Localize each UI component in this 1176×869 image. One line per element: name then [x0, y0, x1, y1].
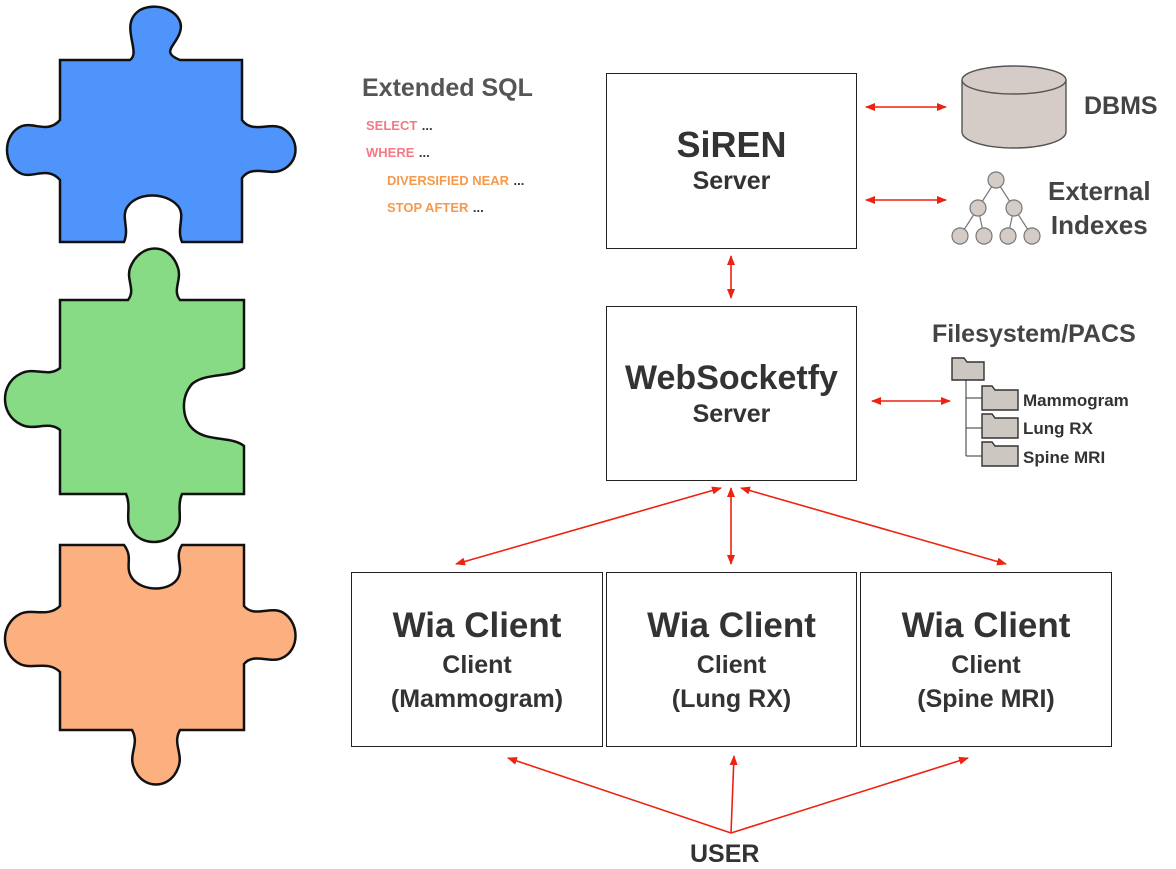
- puzzle-piece-middle-icon: [3, 247, 246, 544]
- arrow-user-client3: [730, 756, 969, 834]
- client-role: Client: [696, 650, 767, 679]
- sql-line-select: SELECT ...: [366, 117, 433, 135]
- siren-subtitle: Server: [692, 167, 771, 195]
- sql-keyword: WHERE: [366, 145, 415, 160]
- sql-ellipsis: ...: [472, 200, 484, 215]
- client-role: Client: [442, 650, 512, 679]
- filesystem-title: Filesystem/PACS: [932, 320, 1136, 348]
- sql-keyword: DIVERSIFIED NEAR: [387, 173, 510, 188]
- sql-ellipsis: ...: [513, 173, 525, 188]
- client-modality: (Lung RX): [671, 684, 792, 713]
- client-modality: (Spine MRI): [917, 684, 1055, 713]
- folder-icon: [981, 441, 1019, 467]
- client-title: Wia Client: [647, 605, 816, 645]
- client-box-lung-rx: Wia Client Client (Lung RX): [606, 572, 857, 747]
- user-label: USER: [690, 840, 760, 868]
- arrow-user-client1: [507, 757, 732, 834]
- client-title: Wia Client: [901, 605, 1071, 645]
- client-role: Client: [951, 650, 1021, 679]
- folder-icon: [981, 385, 1019, 411]
- websocketfy-subtitle: Server: [692, 399, 771, 428]
- websocketfy-title: WebSocketfy: [625, 358, 838, 397]
- sql-keyword: SELECT: [366, 118, 418, 133]
- folder-icon: [951, 357, 985, 381]
- sql-keyword: STOP AFTER: [387, 200, 469, 215]
- arrow-websocketfy-client3: [740, 486, 1007, 566]
- arrow-user-client2: [729, 755, 738, 834]
- puzzle-piece-top-icon: [5, 5, 297, 244]
- tree-index-icon: [951, 171, 1041, 245]
- dbms-label: DBMS: [1084, 92, 1158, 120]
- siren-title: SiREN: [676, 124, 787, 165]
- client-box-mammogram: Wia Client Client (Mammogram): [351, 572, 603, 747]
- siren-server-box: SiREN Server: [606, 73, 857, 249]
- database-icon: [961, 65, 1067, 149]
- folder-label-lung-rx: Lung RX: [1023, 419, 1093, 438]
- client-box-spine-mri: Wia Client Client (Spine MRI): [860, 572, 1112, 747]
- folder-label-mammogram: Mammogram: [1023, 391, 1129, 410]
- client-title: Wia Client: [392, 605, 562, 645]
- sql-line-diversified: DIVERSIFIED NEAR ...: [387, 172, 524, 190]
- sql-line-stop-after: STOP AFTER ...: [387, 199, 484, 217]
- sql-ellipsis: ...: [421, 118, 433, 133]
- sql-line-where: WHERE ...: [366, 144, 430, 162]
- websocketfy-server-box: WebSocketfy Server: [606, 306, 857, 481]
- extended-sql-block: Extended SQL: [362, 74, 533, 103]
- folder-label-spine-mri: Spine MRI: [1023, 448, 1106, 467]
- external-indexes-label: External Indexes: [1048, 174, 1151, 242]
- external-label-line2: Indexes: [1050, 210, 1148, 240]
- sql-ellipsis: ...: [418, 145, 430, 160]
- extended-sql-title: Extended SQL: [362, 74, 533, 102]
- folder-tree-icon: [951, 357, 1019, 467]
- arrow-websocketfy-client1: [455, 486, 722, 566]
- external-label-line1: External: [1048, 176, 1151, 206]
- client-modality: (Mammogram): [390, 684, 564, 713]
- puzzle-piece-bottom-icon: [3, 543, 297, 786]
- folder-icon: [981, 413, 1019, 439]
